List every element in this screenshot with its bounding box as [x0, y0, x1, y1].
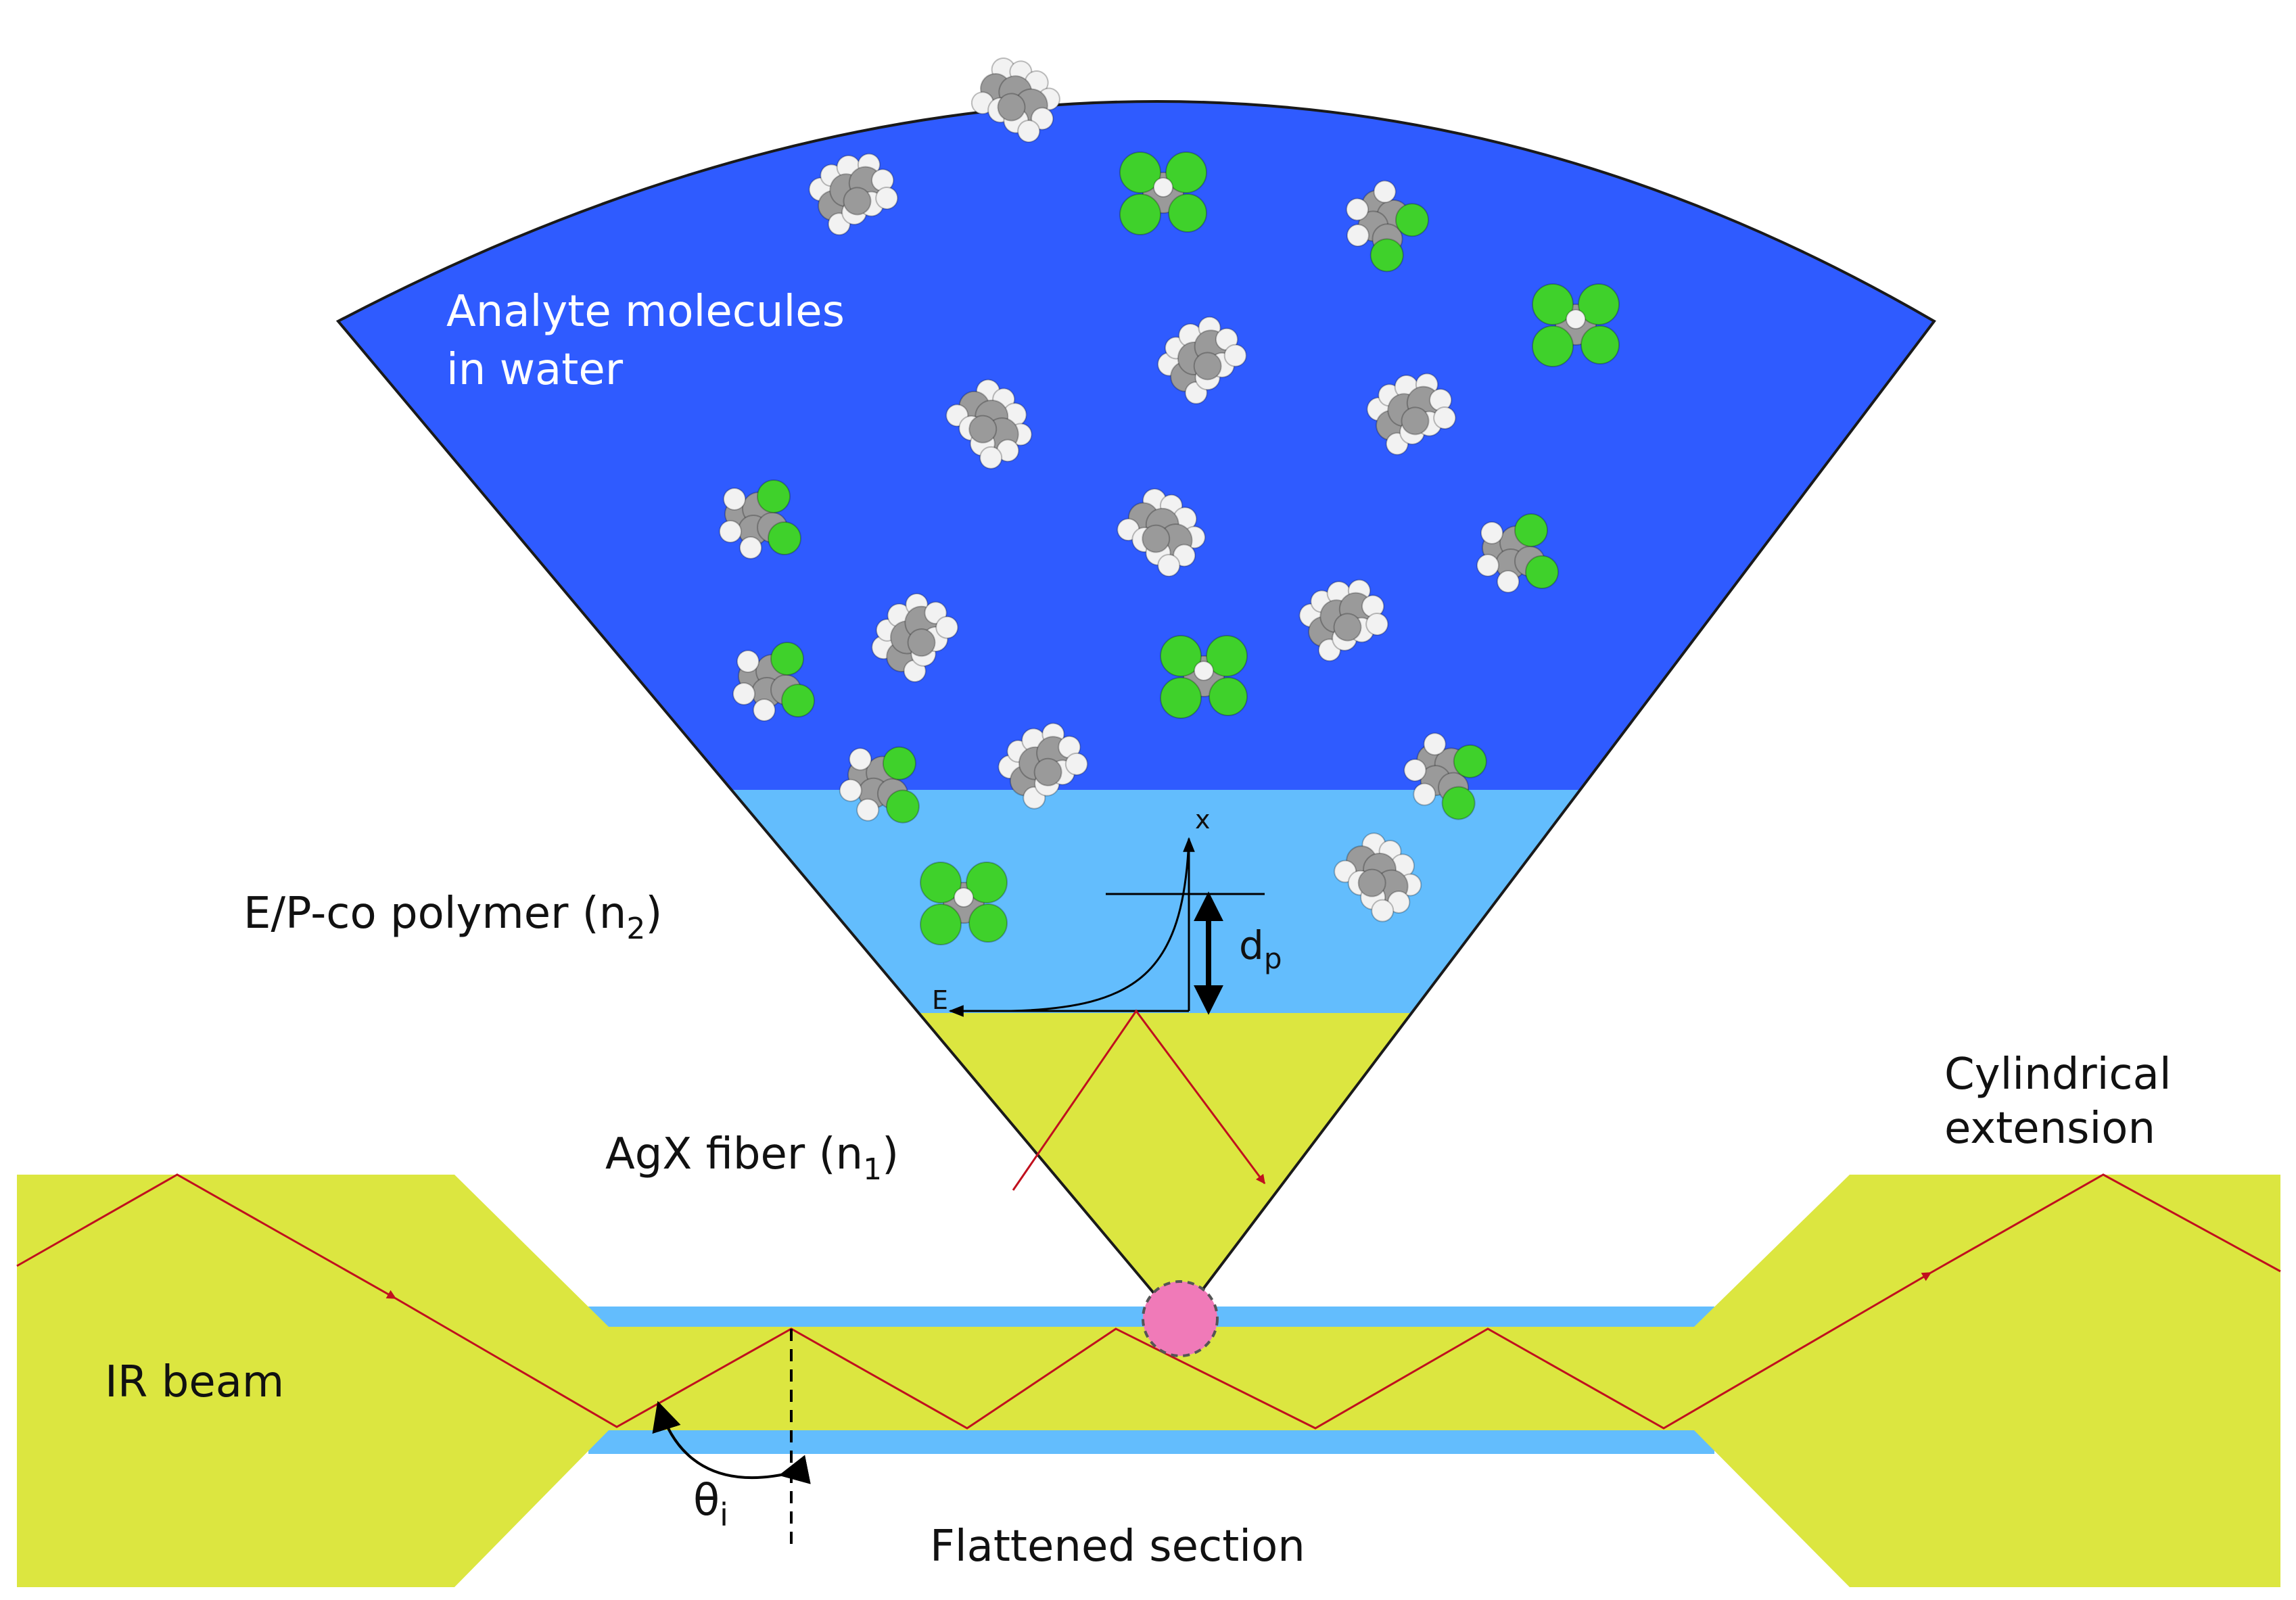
fiber-label: AgX fiber (n1)	[605, 1129, 899, 1187]
polymer-label: E/P-co polymer (n2)	[243, 889, 662, 946]
beam-right-segment	[1930, 1173, 2281, 1274]
theta-main: θ	[693, 1476, 720, 1526]
polymer-label-main: E/P-co polymer (n	[243, 889, 626, 939]
fiber-core	[17, 1175, 2280, 1587]
cone-outline	[335, 100, 1936, 1325]
molecule-chloro-aromatic	[1346, 180, 1430, 273]
molecule-chloro-aromatic	[839, 746, 920, 824]
fiber-label-close: )	[882, 1129, 899, 1179]
ir-beam-label: IR beam	[105, 1357, 284, 1407]
molecule-chloro-aromatic	[1476, 513, 1559, 593]
dp-label: dp	[1239, 922, 1282, 975]
evanescent-field-inset: x E dp	[932, 805, 1282, 1017]
molecule-hydrocarbon	[1157, 316, 1247, 404]
molecule-chloro-aromatic	[719, 479, 801, 559]
ir-beam-path	[16, 1173, 2281, 1430]
beam-zigzag	[395, 1271, 1932, 1430]
analyte-label-line2: in water	[446, 345, 624, 395]
polymer-coating-bottom	[588, 1430, 1714, 1454]
molecule-hydrocarbon	[808, 153, 899, 236]
water-region	[338, 101, 1934, 790]
analyte-molecules	[719, 57, 1620, 945]
beam-in-cone	[1012, 1009, 1266, 1191]
molecule-chlorinated	[920, 862, 1008, 945]
fiber-label-sub: 1	[863, 1152, 882, 1187]
cylindrical-label-line2: extension	[1944, 1104, 2155, 1154]
molecule-hydrocarbon	[1117, 488, 1206, 578]
incidence-angle-arc	[652, 1401, 811, 1484]
molecule-chloro-aromatic	[732, 642, 815, 722]
polymer-label-sub: 2	[626, 912, 645, 946]
molecule-hydrocarbon	[970, 57, 1060, 143]
molecule-hydrocarbon	[871, 592, 959, 683]
analyte-label-line1: Analyte molecules	[446, 287, 845, 337]
fiber-label-main: AgX fiber (n	[605, 1129, 863, 1179]
molecule-hydrocarbon	[1334, 832, 1422, 922]
theta-label: θi	[693, 1476, 728, 1533]
dp-main: d	[1239, 922, 1264, 968]
flattened-section-label: Flattened section	[930, 1522, 1305, 1572]
molecule-hydrocarbon	[998, 722, 1088, 809]
polymer-label-close: )	[645, 889, 662, 939]
molecule-chlorinated	[1119, 151, 1207, 235]
dp-sub: p	[1264, 942, 1282, 975]
molecule-chlorinated	[1532, 283, 1620, 367]
cylindrical-label-line1: Cylindrical	[1944, 1050, 2172, 1100]
axis-e-label: E	[932, 985, 948, 1015]
beam-left-segment	[16, 1173, 397, 1300]
theta-sub: i	[720, 1497, 728, 1533]
molecule-hydrocarbon	[1366, 373, 1457, 456]
molecule-chlorinated	[1160, 635, 1248, 719]
molecule-hydrocarbon	[945, 379, 1033, 469]
molecule-hydrocarbon	[1298, 579, 1389, 662]
reflection-spot	[1142, 1280, 1219, 1357]
axis-x-label: x	[1195, 805, 1211, 834]
evanescent-decay-curve	[1010, 838, 1190, 1012]
molecule-chloro-aromatic	[1403, 732, 1487, 820]
